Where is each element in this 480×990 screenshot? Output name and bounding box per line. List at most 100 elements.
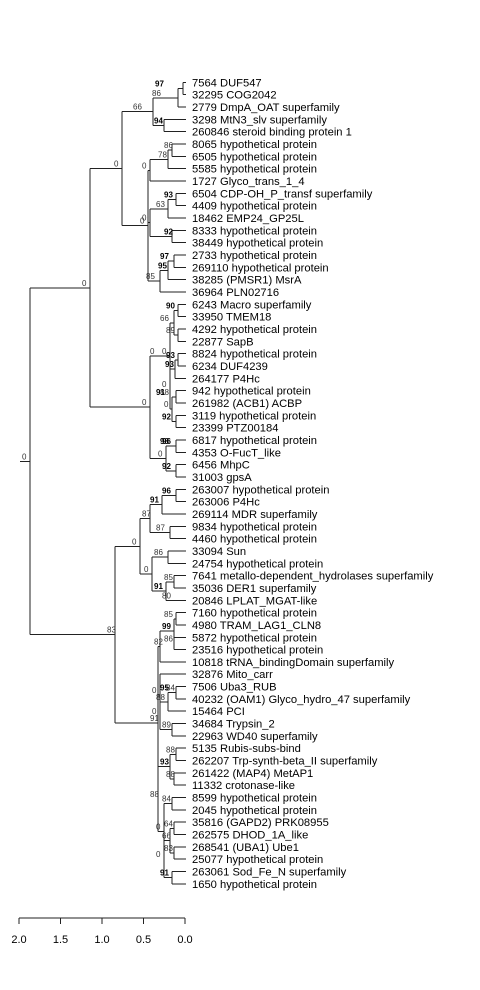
tree-leaf-label: 25077 hypothetical protein [192,854,323,866]
bootstrap-support-value: 91 [150,496,159,505]
tree-leaf-label: 8065 hypothetical protein [192,139,317,151]
tree-leaf-label: 268541 (UBA1) Ube1 [192,842,299,854]
tree-leaf-label: 22877 SapB [192,336,254,348]
tree-leaf-label: 35816 (GAPD2) PRK08955 [192,817,329,829]
bootstrap-support-value: 94 [154,117,163,126]
bootstrap-support-value: 82 [154,637,163,646]
tree-leaf-label: 263006 P4Hc [192,497,260,509]
tree-leaf-label: 9834 hypothetical protein [192,521,317,533]
bootstrap-support-value: 84 [166,684,175,693]
tree-leaf-label: 11332 crotonase-like [192,780,295,792]
tree-leaf-label: 4409 hypothetical protein [192,201,317,213]
bootstrap-support-value: 88 [156,693,165,702]
bootstrap-support-value: 0 [152,707,157,716]
tree-leaf-label: 7160 hypothetical protein [192,608,317,620]
bootstrap-support-value: 91 [150,714,159,723]
bootstrap-support-value: 89 [162,721,171,730]
bootstrap-support-value: 92 [162,462,171,471]
bootstrap-support-value: 0 [142,214,147,223]
bootstrap-support-value: 95 [160,684,169,693]
tree-leaf-label: 23399 PTZ00184 [192,423,278,435]
tree-leaf-label: 22963 WD40 superfamily [192,731,318,743]
tree-leaf-label: 1650 hypothetical protein [192,879,317,891]
tree-leaf-label: 18462 EMP24_GP25L [192,213,304,225]
tree-leaf-label: 7641 metallo-dependent_hydrolases superf… [192,571,434,583]
bootstrap-support-value: 0 [152,686,157,695]
tree-leaf-label: 6817 hypothetical protein [192,435,317,447]
bootstrap-support-value: 0 [144,565,149,574]
bootstrap-support-value: 96 [162,437,171,446]
tree-leaf-label: 7506 Uba3_RUB [192,682,277,694]
tree-leaf-label: 34684 Trypsin_2 [192,719,275,731]
bootstrap-support-value: 80 [162,591,171,600]
bootstrap-support-value: 83 [164,844,173,853]
bootstrap-support-value: 99 [162,622,171,631]
tree-leaf-label: 4980 TRAM_LAG1_CLN8 [192,620,321,632]
bootstrap-support-value: 0 [162,380,167,389]
tree-leaf-label: 262207 Trp-synth-beta_II superfamily [192,756,378,768]
bootstrap-support-value: 0 [156,850,161,859]
tree-leaf-label: 32295 COG2042 [192,90,277,102]
tree-leaf-label: 38285 (PMSR1) MsrA [192,275,302,287]
bootstrap-support-value: 86 [152,89,161,98]
tree-leaf-label: 4460 hypothetical protein [192,534,317,546]
scale-tick-label: 1.5 [53,934,68,946]
tree-leaf-label: 20846 LPLAT_MGAT-like [192,595,317,607]
tree-leaf-label: 23516 hypothetical protein [192,645,323,657]
bootstrap-support-value: 91 [156,388,165,397]
tree-leaf-label: 2779 DmpA_OAT superfamily [192,102,340,114]
bootstrap-support-value: 91 [154,582,163,591]
scale-tick-label: 1.0 [94,934,109,946]
bootstrap-support-value: 90 [166,302,175,311]
bootstrap-support-value: 0 [142,161,147,170]
bootstrap-support-value: 96 [162,486,171,495]
bootstrap-support-value: 97 [160,252,169,261]
bootstrap-support-value: 0 [132,537,137,546]
tree-leaf-label: 8824 hypothetical protein [192,349,317,361]
bootstrap-support-value: 85 [146,272,155,281]
tree-leaf-label: 8599 hypothetical protein [192,793,317,805]
tree-leaf-label: 262575 DHOD_1A_like [192,830,308,842]
bootstrap-support-value: 0 [150,347,155,356]
bootstrap-support-value: 0 [114,160,119,169]
bootstrap-support-value: 86 [164,634,173,643]
tree-leaf-label: 24754 hypothetical protein [192,558,323,570]
bootstrap-support-value: 0 [142,398,147,407]
tree-leaf-label: 6234 DUF4239 [192,361,268,373]
tree-leaf-label: 6456 MhpC [192,460,250,472]
tree-leaf-label: 6504 CDP-OH_P_transf superfamily [192,188,373,200]
bootstrap-support-value: 66 [133,103,142,112]
bootstrap-support-value: 83 [107,626,116,635]
bootstrap-support-value: 93 [166,351,175,360]
bootstrap-support-value: 88 [166,745,175,754]
bootstrap-support-value: 0 [22,452,27,461]
tree-leaf-label: 38449 hypothetical protein [192,238,323,250]
scale-tick-label: 0.0 [177,934,192,946]
tree-leaf-label: 10818 tRNA_bindingDomain superfamily [192,657,395,669]
tree-leaf-label: 5135 Rubis-subs-bind [192,743,301,755]
tree-leaf-label: 942 hypothetical protein [192,386,311,398]
bootstrap-support-value: 87 [142,510,151,519]
tree-leaf-label: 31003 gpsA [192,472,252,484]
tree-leaf-label: 261982 (ACB1) ACBP [192,398,302,410]
tree-leaf-label: 3298 MtN3_slv superfamily [192,114,327,126]
bootstrap-support-value: 92 [162,412,171,421]
tree-leaf-label: 2045 hypothetical protein [192,805,317,817]
bootstrap-support-value: 97 [155,80,164,89]
bootstrap-support-value: 0 [162,347,167,356]
tree-leaf-label: 269110 hypothetical protein [192,262,329,274]
scale-tick-label: 2.0 [11,934,26,946]
bootstrap-support-value: 85 [164,573,173,582]
bootstrap-support-value: 63 [156,200,165,209]
tree-leaf-label: 32876 Mito_carr [192,669,273,681]
bootstrap-support-value: 87 [156,523,165,532]
tree-leaf-label: 260846 steroid binding protein 1 [192,127,352,139]
bootstrap-support-value: 86 [154,548,163,557]
bootstrap-support-value: 98 [160,437,169,446]
tree-leaf-label: 40232 (OAM1) Glyco_hydro_47 superfamily [192,694,411,706]
scale-tick-label: 0.5 [136,934,151,946]
bootstrap-support-value: 0 [158,449,163,458]
bootstrap-support-value: 88 [150,790,159,799]
tree-leaf-label: 263061 Sod_Fe_N superfamily [192,867,347,879]
